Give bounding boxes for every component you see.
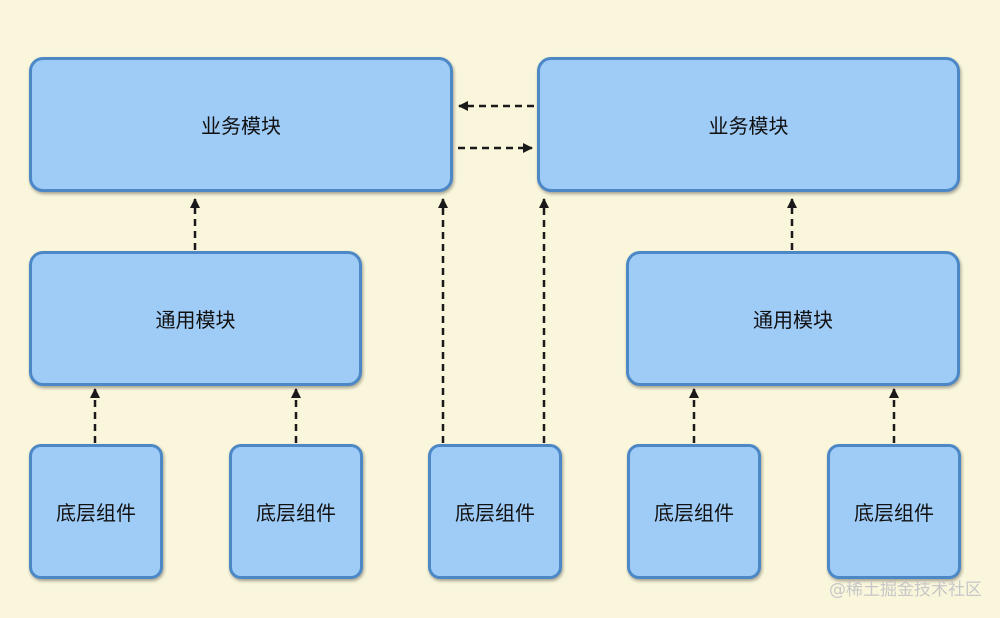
watermark-text: @稀土掘金技术社区 — [829, 580, 982, 600]
common-module-right: 通用模块 — [626, 251, 960, 386]
base-component-3: 底层组件 — [428, 444, 562, 579]
base-component-2: 底层组件 — [229, 444, 363, 579]
base-component-5: 底层组件 — [827, 444, 961, 579]
business-module-left: 业务模块 — [29, 57, 453, 192]
business-module-right: 业务模块 — [537, 57, 960, 192]
common-module-left: 通用模块 — [29, 251, 362, 386]
base-component-4: 底层组件 — [627, 444, 761, 579]
base-component-1: 底层组件 — [29, 444, 163, 579]
